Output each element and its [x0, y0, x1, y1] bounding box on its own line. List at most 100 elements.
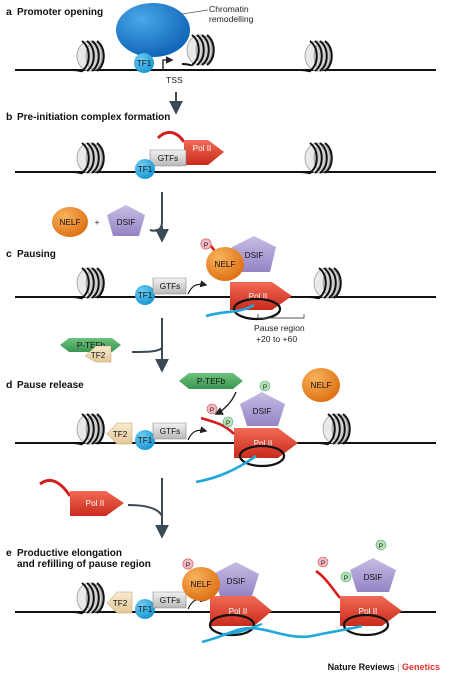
nelf-free — [52, 207, 88, 237]
rna-b — [156, 131, 186, 143]
nelf-c — [206, 247, 244, 281]
panel-e-title-2: and refilling of pause region — [17, 559, 151, 570]
dna-bubble-c — [232, 297, 282, 321]
nelf-free-label: NELF — [60, 218, 81, 227]
ptefb-free-label: P-TEFb — [77, 341, 106, 350]
pol2-d-label: Pol II — [254, 439, 273, 448]
phospho-d-rna — [206, 403, 218, 415]
tf1-e-label: TF1 — [138, 605, 153, 614]
arrow-d-e-join — [127, 504, 163, 517]
tf1-b-label: TF1 — [138, 165, 153, 174]
nucleosome-b2 — [299, 142, 333, 175]
dsif-c-label: DSIF — [245, 251, 264, 260]
tss-arrow-d — [187, 426, 208, 441]
nucleosome-d2 — [317, 413, 351, 446]
dsif-d — [240, 392, 285, 426]
panel-a-title: Promoter opening — [17, 7, 103, 18]
panel-a-letter: a — [6, 6, 12, 18]
plus-sign: + — [94, 217, 99, 227]
credit-journal: Nature Reviews — [328, 662, 395, 672]
phospho-d-pol-label: P — [226, 420, 230, 427]
pause-region-label: Pause region — [254, 323, 305, 333]
nelf-d-label: NELF — [311, 381, 332, 390]
arrow-b-c — [149, 192, 163, 232]
phospho-c-label: P — [204, 242, 208, 249]
pol2-e1-label: Pol II — [229, 607, 248, 616]
pol2-e1 — [210, 596, 272, 626]
tf2-d — [106, 422, 133, 445]
pol2-b-label: Pol II — [193, 144, 212, 153]
ptefb-tf2-join: P-TEFb TF2 — [60, 338, 121, 363]
nucleosome-d1 — [71, 413, 105, 446]
phospho-d-dsif — [259, 380, 271, 392]
rna-free — [39, 478, 72, 497]
gtfs-b-label: GTFs — [158, 154, 178, 163]
dna-bubble-e1 — [208, 613, 256, 637]
dsif-e1 — [213, 562, 259, 596]
panel-c: c Pausing TF1 GTFs Pol II DSIF NELF P Pa… — [6, 236, 436, 344]
panel-e: e Productive elongation and refilling of… — [6, 539, 436, 644]
phosphorylation-arrow — [214, 391, 237, 415]
dsif-d-label: DSIF — [253, 407, 272, 416]
phospho-e2-rna-label: P — [321, 560, 325, 567]
nucleosome-a1 — [71, 40, 105, 73]
credit-section: Genetics — [402, 662, 440, 672]
panel-c-letter: c — [6, 248, 12, 260]
phospho-e2-pol-label: P — [344, 575, 348, 582]
nucleosome-a2 — [181, 34, 215, 67]
phospho-e1 — [182, 558, 194, 570]
tf1-a — [134, 53, 154, 73]
panel-d-letter: d — [6, 379, 12, 391]
gtfs-e — [152, 591, 187, 609]
pol2-e2-label: Pol II — [359, 607, 378, 616]
panel-c-title: Pausing — [17, 249, 56, 260]
pol2-free — [70, 491, 124, 516]
nucleosome-b1 — [71, 142, 105, 175]
panel-b-title: Pre-initiation complex formation — [17, 112, 170, 123]
dna-bubble-d — [238, 444, 286, 468]
tf1-e — [135, 599, 155, 619]
phospho-e1-label: P — [186, 562, 190, 569]
tss-arrow-c — [187, 280, 208, 295]
nascent-rna-e2 — [221, 622, 263, 636]
pol2-e2 — [340, 596, 402, 626]
gtfs-e-label: GTFs — [160, 596, 180, 605]
arrow-c-d-join — [131, 347, 163, 353]
chromatin-remodeller — [116, 3, 190, 57]
nucleosome-c1 — [71, 267, 105, 300]
pol2-b — [184, 140, 224, 165]
leader-line — [181, 9, 209, 15]
tf2-free — [84, 345, 112, 363]
phospho-e2-dsif-label: P — [379, 543, 383, 550]
dsif-e2-label: DSIF — [364, 573, 383, 582]
tss-arrow — [162, 56, 174, 70]
nelf-e-label: NELF — [191, 580, 212, 589]
nelf-dsif-join: NELF + DSIF — [52, 205, 145, 237]
gtfs-c-label: GTFs — [160, 282, 180, 291]
panel-b: b Pre-initiation complex formation Pol I… — [6, 111, 436, 179]
dsif-e2 — [350, 558, 396, 592]
phospho-e2-rna — [317, 556, 329, 568]
dsif-e1-label: DSIF — [227, 577, 246, 586]
phospho-e2-pol — [340, 571, 352, 583]
nelf-d — [302, 368, 340, 402]
phospho-d-pol — [222, 416, 234, 428]
nelf-e — [182, 567, 220, 601]
chromatin-label-1: Chromatin — [209, 4, 249, 14]
rna-d — [200, 416, 235, 435]
nascent-rna-c — [205, 303, 255, 318]
tf1-d-label: TF1 — [138, 436, 153, 445]
dna-bubble-e2 — [342, 613, 390, 637]
panel-b-letter: b — [6, 111, 12, 123]
pol2-c-label: Pol II — [249, 292, 268, 301]
tf1-d — [135, 430, 155, 450]
panel-d-title: Pause release — [17, 380, 84, 391]
nucleosome-a3 — [299, 40, 333, 73]
tf1-a-label: TF1 — [137, 59, 152, 68]
pol2-free-label: Pol II — [86, 499, 105, 508]
nucleosome-c2 — [308, 267, 342, 300]
tss-label: TSS — [166, 75, 183, 85]
phospho-c — [200, 238, 212, 250]
ptefb-d — [179, 373, 243, 389]
